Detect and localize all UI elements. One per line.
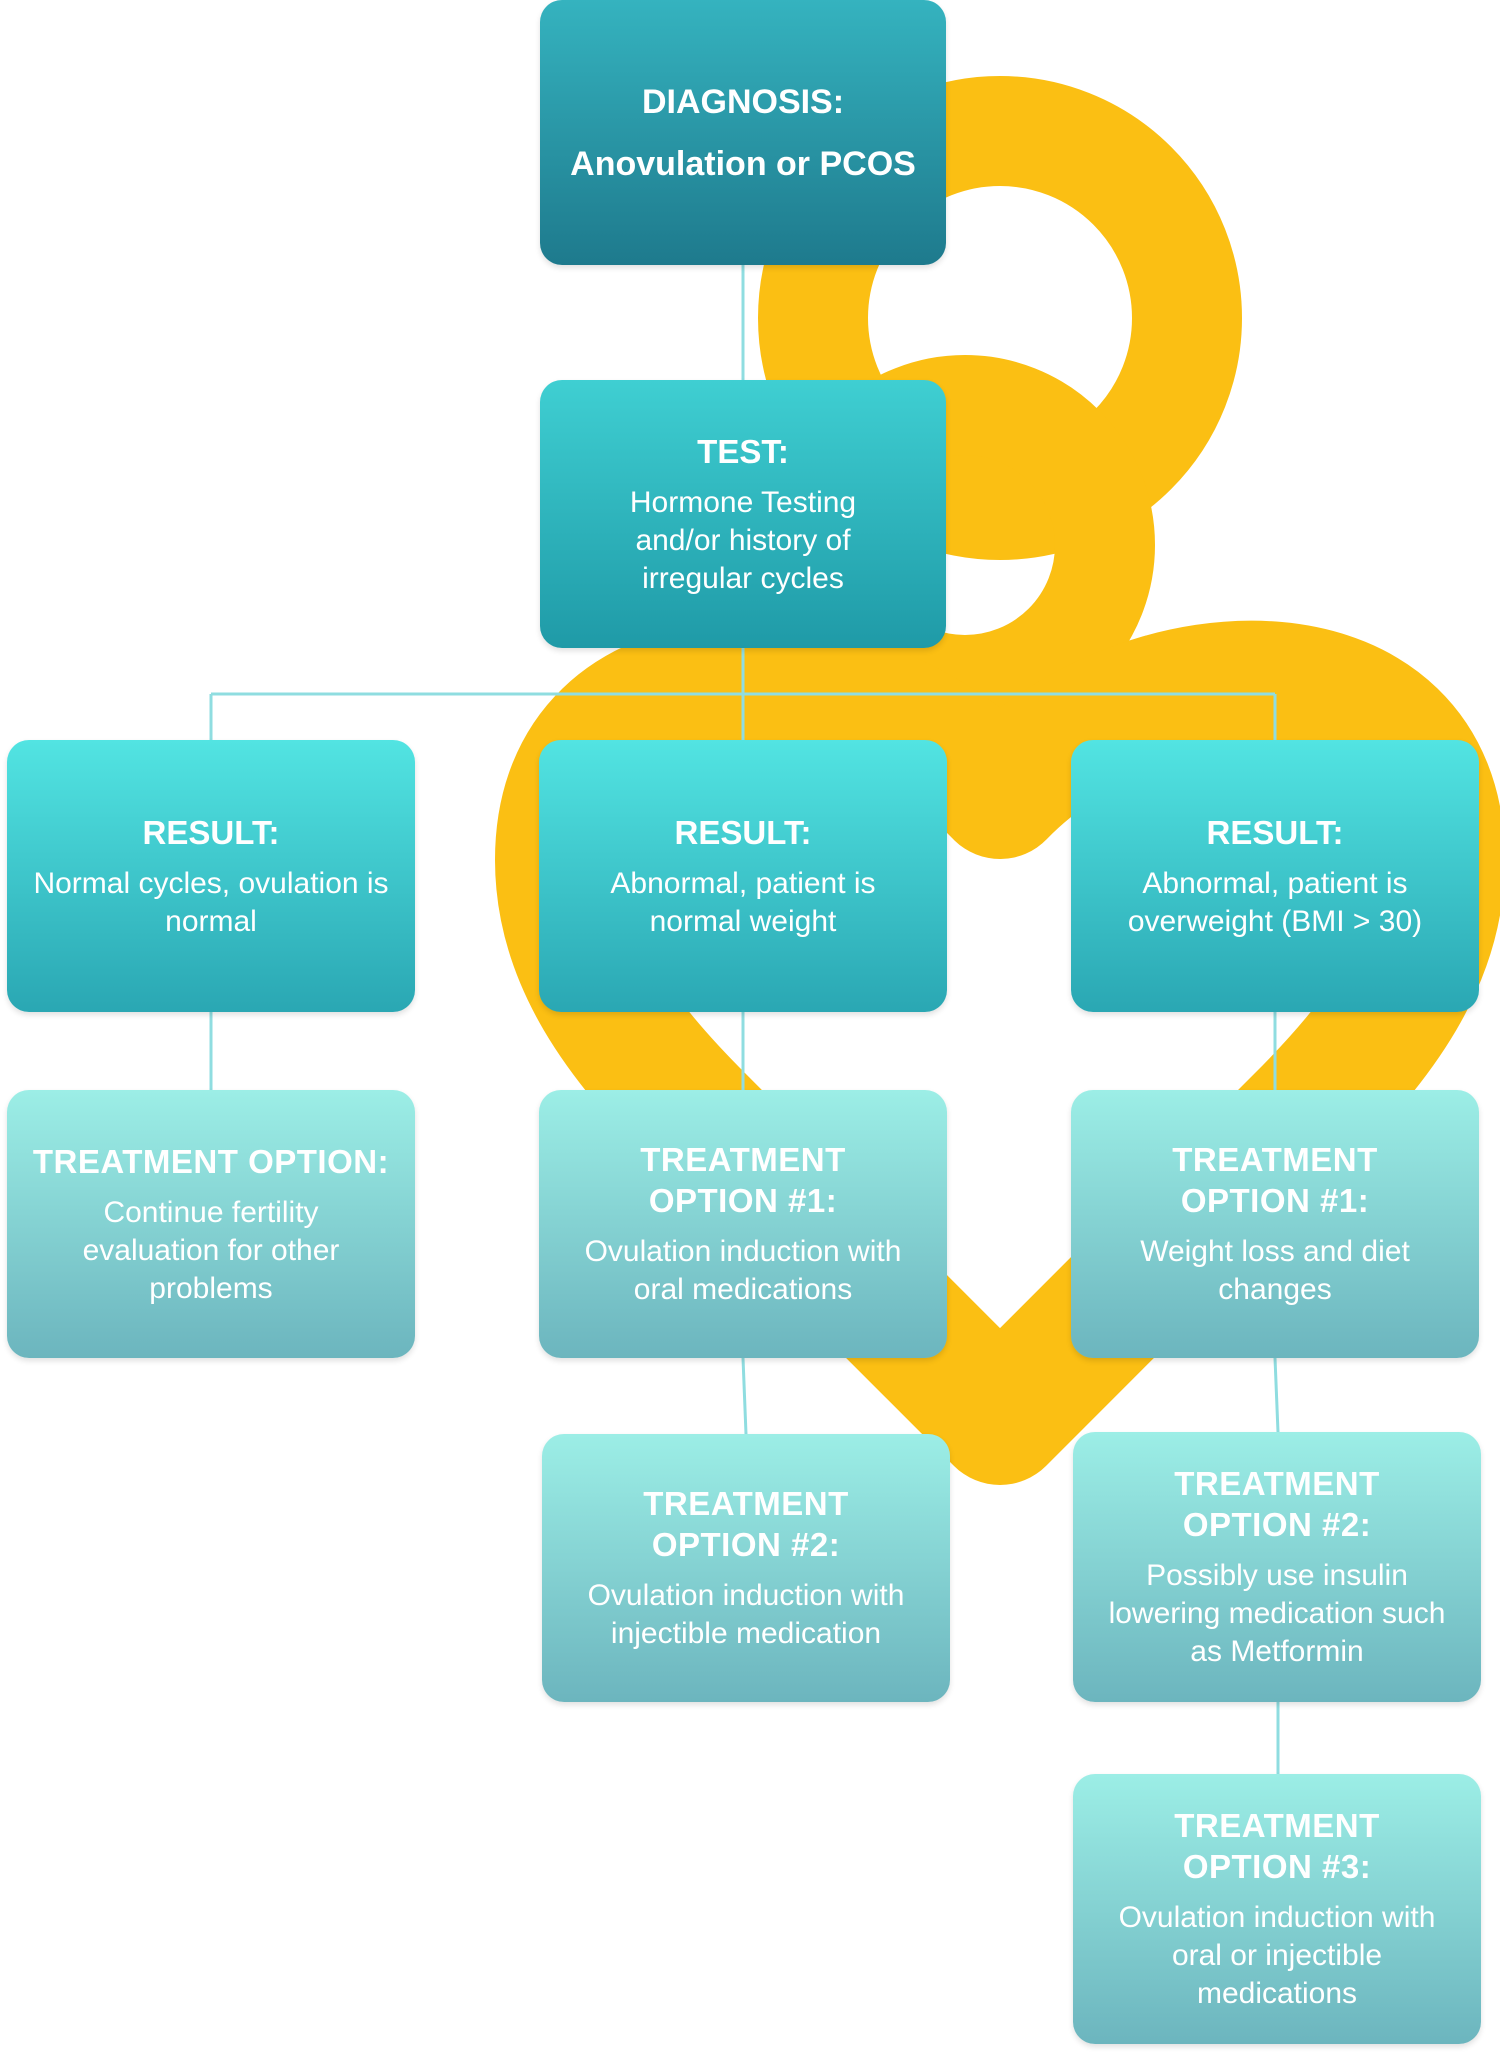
result-box-normal-weight: RESULT: Abnormal, patient is normal weig… [539,740,947,1012]
treatment-heading: TREATMENT OPTION #2: [643,1485,849,1563]
result-heading: RESULT: [674,813,812,851]
treatment-box-right-2: TREATMENT OPTION #2: Possibly use insuli… [1073,1432,1481,1702]
treatment-box-right-1: TREATMENT OPTION #1: Weight loss and die… [1071,1090,1479,1358]
treatment-box-continue-evaluation: TREATMENT OPTION: Continue fertility eva… [7,1090,415,1358]
treatment-box-middle-1: TREATMENT OPTION #1: Ovulation induction… [539,1090,947,1358]
treatment-box-middle-2: TREATMENT OPTION #2: Ovulation induction… [542,1434,950,1702]
logo-upper-loop [758,76,1242,560]
treatment-text: Weight loss and diet changes [1140,1235,1410,1306]
treatment-heading: TREATMENT OPTION #3: [1174,1807,1380,1885]
treatment-text: Possibly use insulin lowering medication… [1108,1559,1446,1668]
treatment-text: Continue fertility evaluation for other … [82,1195,340,1305]
treatment-heading: TREATMENT OPTION #1: [640,1141,846,1219]
treatment-heading: TREATMENT OPTION #1: [1172,1141,1378,1219]
result-text: Abnormal, patient is overweight (BMI > 3… [1127,866,1423,938]
result-text: Abnormal, patient is normal weight [610,866,876,938]
result-heading: RESULT: [1206,813,1344,851]
treatment-heading: TREATMENT OPTION: [32,1142,390,1180]
result-heading: RESULT: [142,813,280,851]
diagnosis-text: Anovulation or PCOS [570,144,916,183]
result-box-overweight: RESULT: Abnormal, patient is overweight … [1071,740,1479,1012]
treatment-text: Ovulation induction with oral medication… [584,1235,902,1306]
treatment-text: Ovulation induction with injectible medi… [587,1579,905,1650]
diagnosis-box: DIAGNOSIS: Anovulation or PCOS [540,0,946,265]
test-text: Hormone Testing and/or history of irregu… [629,485,857,595]
test-heading: TEST: [697,432,789,470]
diagnosis-heading: DIAGNOSIS: [641,82,845,121]
result-text: Normal cycles, ovulation is normal [33,866,389,938]
connector-middle-treatments [741,1357,748,1435]
result-box-normal-cycles: RESULT: Normal cycles, ovulation is norm… [7,740,415,1012]
test-box: TEST: Hormone Testing and/or history of … [540,380,946,648]
treatment-heading: TREATMENT OPTION #2: [1174,1465,1380,1543]
treatment-text: Ovulation induction with oral or injecti… [1118,1901,1436,2010]
treatment-box-right-3: TREATMENT OPTION #3: Ovulation induction… [1073,1774,1481,2044]
connector-right-treatments-1 [1273,1357,1280,1433]
